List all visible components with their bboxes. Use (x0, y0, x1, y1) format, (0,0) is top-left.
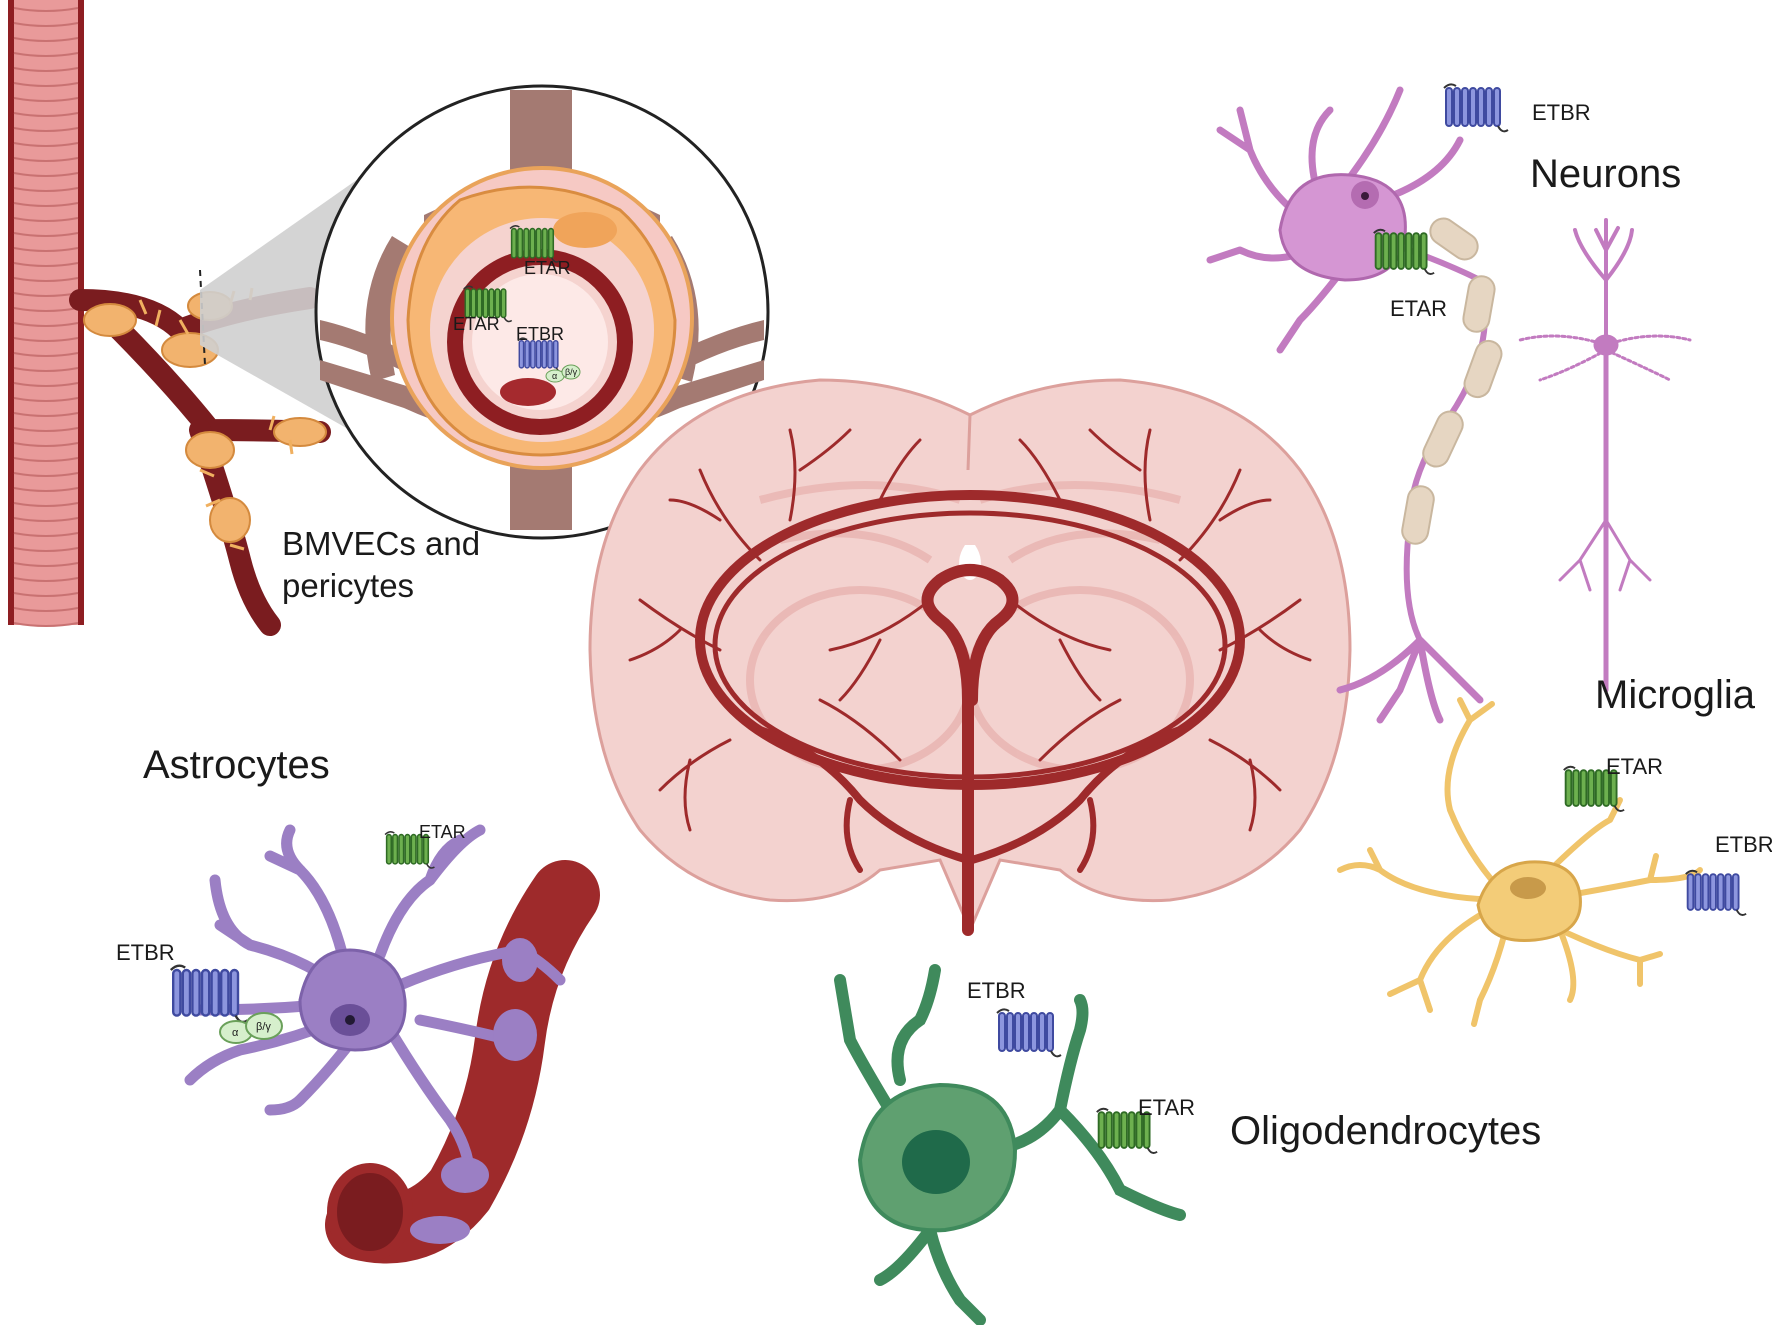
neuron-pyramidal (1518, 218, 1692, 693)
g-beta-gamma-label-astrocyte: β/γ (256, 1021, 271, 1033)
vessel-segment-ring (13, 442, 79, 447)
vessel-segment-ring (13, 247, 79, 252)
vessel-segment-ring (13, 562, 79, 567)
etbr-receptor-oligodendrocyte (996, 1008, 1062, 1058)
vessel-segment-ring (13, 127, 79, 132)
vessel-segment-ring (13, 142, 79, 147)
brain-vessel-branch (788, 428, 852, 522)
vessel-segment-ring (13, 157, 79, 162)
oligodendrocytes-label: Oligodendrocytes (1230, 1109, 1541, 1153)
vessel-segment-ring (13, 502, 79, 507)
g-alpha-label-circle: α (552, 371, 557, 381)
vessel-segment-ring (13, 112, 79, 117)
brain-vessel-branch (1018, 438, 1062, 502)
vessel-segment-ring (13, 37, 79, 42)
vessel-segment-ring (13, 172, 79, 177)
vessel-segment-ring (13, 397, 79, 402)
vessel-segment-ring (13, 532, 79, 537)
vessel-segment-ring (13, 622, 79, 627)
brain-vessel-branch (668, 468, 762, 562)
bmvecs-label-line2: pericytes (282, 567, 414, 604)
vessel-segment-ring (13, 322, 79, 327)
vessel-segment-ring (13, 352, 79, 357)
microglia-cell (1337, 697, 1703, 1027)
brain-coronal-section (588, 378, 1352, 936)
vessel-segment-ring (13, 82, 79, 87)
etar-label-astrocyte: ETAR (419, 822, 466, 842)
g-beta-gamma-label-circle: β/γ (565, 367, 578, 377)
vessel-segment-ring (13, 217, 79, 222)
etar-label-microglia: ETAR (1606, 754, 1663, 779)
vessel-segment-ring (13, 457, 79, 462)
vessel-segment-ring (13, 262, 79, 267)
etar-receptor-neuron (1372, 228, 1436, 275)
vessel-segment-ring (13, 187, 79, 192)
g-protein-beta-gamma (561, 364, 581, 380)
vessel-segment-ring (13, 307, 79, 312)
etbr-receptor-endothelial (517, 337, 565, 373)
brain-vessel-branch (1218, 598, 1312, 662)
etbr-label-endothelial: ETBR (516, 324, 564, 344)
neuron-myelinated (1206, 86, 1503, 724)
g-protein-beta-gamma-astrocyte (245, 1012, 283, 1040)
brain-vessel-branch (628, 598, 722, 662)
vessel-segment-ring (13, 97, 79, 102)
vessel-segment-ring (13, 367, 79, 372)
vessel-segment-ring (13, 67, 79, 72)
bmvecs-label-line1: BMVECs and (282, 525, 480, 562)
astrocytes-label: Astrocytes (143, 743, 330, 787)
etbr-label-neuron: ETBR (1532, 100, 1591, 125)
brain-vessel-branch (1008, 598, 1112, 702)
etar-receptor-pericyte-top (509, 225, 561, 263)
etar-label-neuron: ETAR (1390, 296, 1447, 321)
brain-vessel-branch (658, 738, 732, 832)
blood-vessel-column (8, 0, 84, 627)
vessel-segment-ring (13, 607, 79, 612)
vessel-segment-ring (13, 592, 79, 597)
astrocyte-cell (184, 824, 566, 1244)
vessel-segment-ring (13, 517, 79, 522)
vessel-segment-ring (13, 472, 79, 477)
brain-vessel-branch (878, 438, 922, 502)
etar-label-oligodendrocyte: ETAR (1138, 1095, 1195, 1120)
oligodendrocyte-cell (834, 964, 1186, 1325)
brain-vessel-branch (818, 698, 1122, 762)
vessel-segment-ring (13, 22, 79, 27)
etbr-receptor-neuron (1443, 83, 1509, 133)
brain-vessel-branch (1178, 468, 1272, 562)
microglia-label: Microglia (1595, 673, 1756, 717)
etbr-receptor-microglia (1684, 869, 1748, 916)
brain-vessel-branch (828, 598, 932, 702)
etbr-receptor-astrocyte (169, 964, 249, 1024)
vessel-segment-ring (13, 232, 79, 237)
vessel-segment-ring (13, 382, 79, 387)
vessel-segment-ring (13, 412, 79, 417)
vessel-segment-ring (13, 52, 79, 57)
neurons-label: Neurons (1530, 152, 1681, 196)
brain-vessel-branch (1208, 738, 1282, 832)
vessel-segment-ring (13, 547, 79, 552)
etbr-label-microglia: ETBR (1715, 832, 1772, 857)
vessel-segment-ring (13, 202, 79, 207)
g-alpha-label-astrocyte: α (232, 1027, 239, 1039)
vessel-cross-section (314, 84, 770, 540)
vessel-segment-ring (13, 577, 79, 582)
brain-vessel-branch (1088, 428, 1152, 522)
vessel-segment-ring (13, 7, 79, 12)
etar-label-pericyte-top: ETAR (524, 258, 571, 278)
pericyte-cells (83, 291, 327, 543)
etar-label-pericyte-left: ETAR (453, 314, 500, 334)
vessel-segment-ring (13, 487, 79, 492)
vessel-segment-ring (13, 337, 79, 342)
etbr-label-astrocyte: ETBR (116, 940, 175, 965)
vessel-segment-ring (13, 277, 79, 282)
vessel-segment-ring (13, 427, 79, 432)
etbr-label-oligodendrocyte: ETBR (967, 978, 1026, 1003)
